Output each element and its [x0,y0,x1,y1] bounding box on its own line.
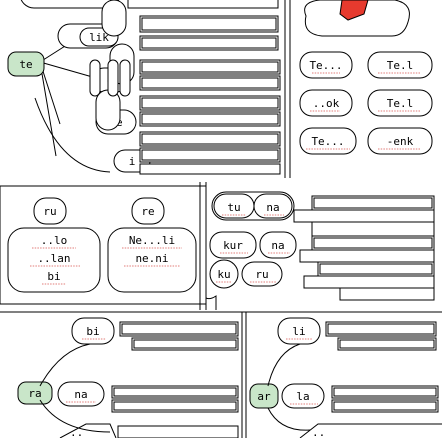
bottom-left-fields [111,321,239,438]
cloud-blob [304,0,410,37]
flag-icon [339,0,369,21]
tag-na-2-label: na [271,239,284,252]
selected-tag-label: te [19,58,32,71]
tag-te-3-label: Te... [311,135,344,148]
tag-te-3[interactable] [299,127,357,155]
tag-la[interactable] [281,383,325,409]
top-right-cluster: Te... Te.l ..ok Te.l Te... -enk [299,0,433,155]
tag-na-2[interactable] [259,231,297,259]
tag-na-1[interactable] [253,193,293,219]
tag-ru[interactable] [33,197,67,225]
tag-na-3[interactable] [57,381,105,407]
tag-re[interactable] [131,197,165,225]
tag-ok[interactable] [299,89,353,117]
list-right-1: Ne...li [129,234,175,247]
tag-ru-2-label: ru [255,268,268,281]
tag-ra[interactable] [17,381,53,405]
connector-curve [34,97,111,173]
list-left-3: bi [47,270,60,283]
list-left-2: ..lan [37,252,70,265]
tag-te-1[interactable] [299,51,353,79]
tag-bi[interactable] [71,317,115,345]
cut-label-right: .. [312,426,325,438]
tag-bi-label: bi [86,325,99,338]
tag-tu-label: tu [227,201,240,214]
tag-na-3-label: na [74,388,87,401]
middle-section: ru re ..lo ..lan bi Ne...li ne.ni tu na … [0,182,435,310]
tag-re-label: re [141,205,154,218]
tag-tel-1-label: Te.l [387,59,414,72]
tag-lik-label: lik [89,31,109,44]
tag-tel-2-label: Te.l [387,97,414,110]
tag-ru-2[interactable] [241,261,283,287]
list-box-left[interactable] [7,227,101,293]
cut-top-pill [20,0,120,9]
selected-tag[interactable] [7,51,45,77]
tag-ar[interactable] [249,383,279,409]
tag-ra-label: ra [28,387,41,400]
cut-label-left: .. [70,426,83,438]
list-right-2: ne.ni [135,252,168,265]
bottom-section: bi ra na .. li ar la .. [0,311,442,438]
connector-lines [39,33,111,157]
tag-tel-2[interactable] [367,89,433,117]
middle-field-column [293,195,435,301]
field-column [139,15,281,175]
bottom-right-fields [325,321,439,413]
tag-ok-label: ..ok [313,97,340,110]
tag-ru-label: ru [43,205,56,218]
tag-na-1-label: na [266,201,279,214]
pill-stack [89,0,135,131]
tag-i-label: i [129,155,136,168]
tag-te-1-label: Te... [309,59,342,72]
tag-ar-label: ar [257,390,271,403]
top-left-cluster: te lik e le i [7,0,291,178]
tag-ku-label: ku [217,268,230,281]
list-left-1: ..lo [41,234,68,247]
tag-li-label: li [292,325,305,338]
tag-la-label: la [296,390,309,403]
tag-enk[interactable] [367,127,433,155]
list-box-right[interactable] [107,227,197,293]
tag-ku[interactable] [209,259,239,289]
cut-top-field[interactable] [127,0,279,9]
tag-tel-1[interactable] [367,51,433,79]
tag-kur[interactable] [209,231,257,259]
tag-enk-label: -enk [387,135,414,148]
tag-kur-label: kur [223,239,243,252]
